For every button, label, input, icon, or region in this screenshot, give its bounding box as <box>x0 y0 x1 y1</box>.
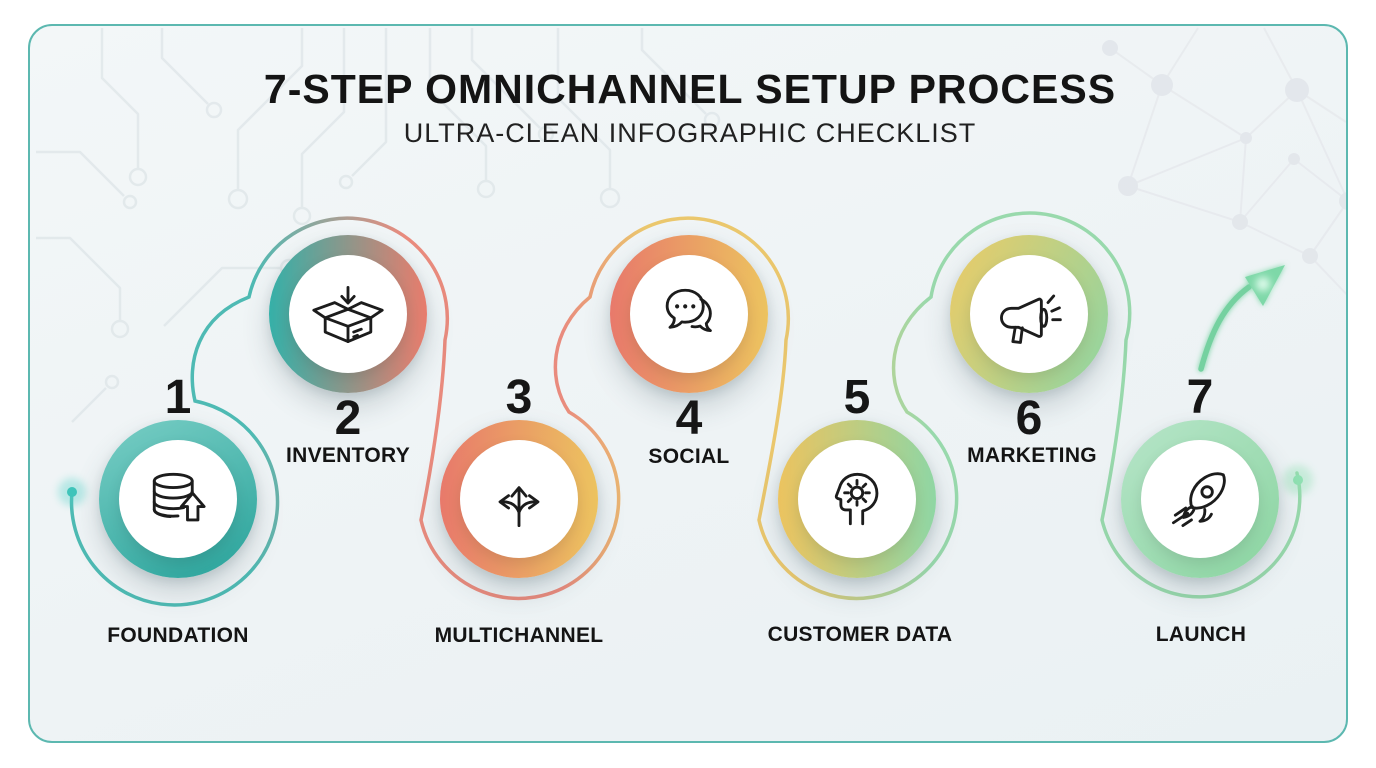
step-icon-circle <box>970 255 1088 373</box>
step-ring <box>1121 420 1279 578</box>
step-label: SOCIAL <box>648 445 730 468</box>
step-ring <box>269 235 427 393</box>
step-number: 1 <box>164 371 192 424</box>
step-ring <box>950 235 1108 393</box>
step-ring <box>99 420 257 578</box>
chat-bubbles-icon <box>665 288 712 333</box>
background-graphics <box>36 27 1346 607</box>
step-icon-circle <box>460 440 578 558</box>
mind-gear-icon <box>834 472 879 526</box>
step-ring <box>440 420 598 578</box>
step-number: 5 <box>843 371 871 424</box>
flow-connector-line <box>69 211 1302 607</box>
inventory-box-icon <box>312 285 384 343</box>
page-title: 7-STEP OMNICHANNEL SETUP PROCESS <box>263 66 1117 112</box>
step-ring <box>610 235 768 393</box>
network-nodes-pattern <box>1102 27 1346 296</box>
rocket-icon <box>1171 472 1226 528</box>
page-subtitle: ULTRA-CLEAN INFOGRAPHIC CHECKLIST <box>403 118 977 148</box>
step-label: CUSTOMER DATA <box>767 623 953 646</box>
step-label: MARKETING <box>967 444 1097 467</box>
infographic-card: 7-STEP OMNICHANNEL SETUP PROCESS ULTRA-C… <box>28 24 1348 743</box>
step-icon-circle <box>119 440 237 558</box>
step-icon-circle <box>289 255 407 373</box>
step-number: 7 <box>1186 371 1214 424</box>
step-label: LAUNCH <box>1155 623 1247 646</box>
flow-start-glow-dot <box>58 478 86 506</box>
step-number: 6 <box>1015 392 1043 445</box>
step-number: 2 <box>334 392 362 445</box>
step-ring <box>778 420 936 578</box>
circuit-board-pattern <box>36 28 721 423</box>
branch-arrows-icon <box>498 486 540 528</box>
curved-arrow-up-right-icon <box>1198 265 1285 372</box>
step-icon-circle <box>1141 440 1259 558</box>
step-label: MULTICHANNEL <box>434 624 604 647</box>
step-number: 4 <box>675 392 703 445</box>
megaphone-icon <box>1000 294 1062 344</box>
step-label: INVENTORY <box>285 444 411 467</box>
step-label: FOUNDATION <box>107 624 249 647</box>
flow-end-glow-dot <box>1283 465 1313 495</box>
step-icon-circle <box>798 440 916 558</box>
step-number: 3 <box>505 371 533 424</box>
database-upload-icon <box>152 472 206 522</box>
step-icon-circle <box>630 255 748 373</box>
